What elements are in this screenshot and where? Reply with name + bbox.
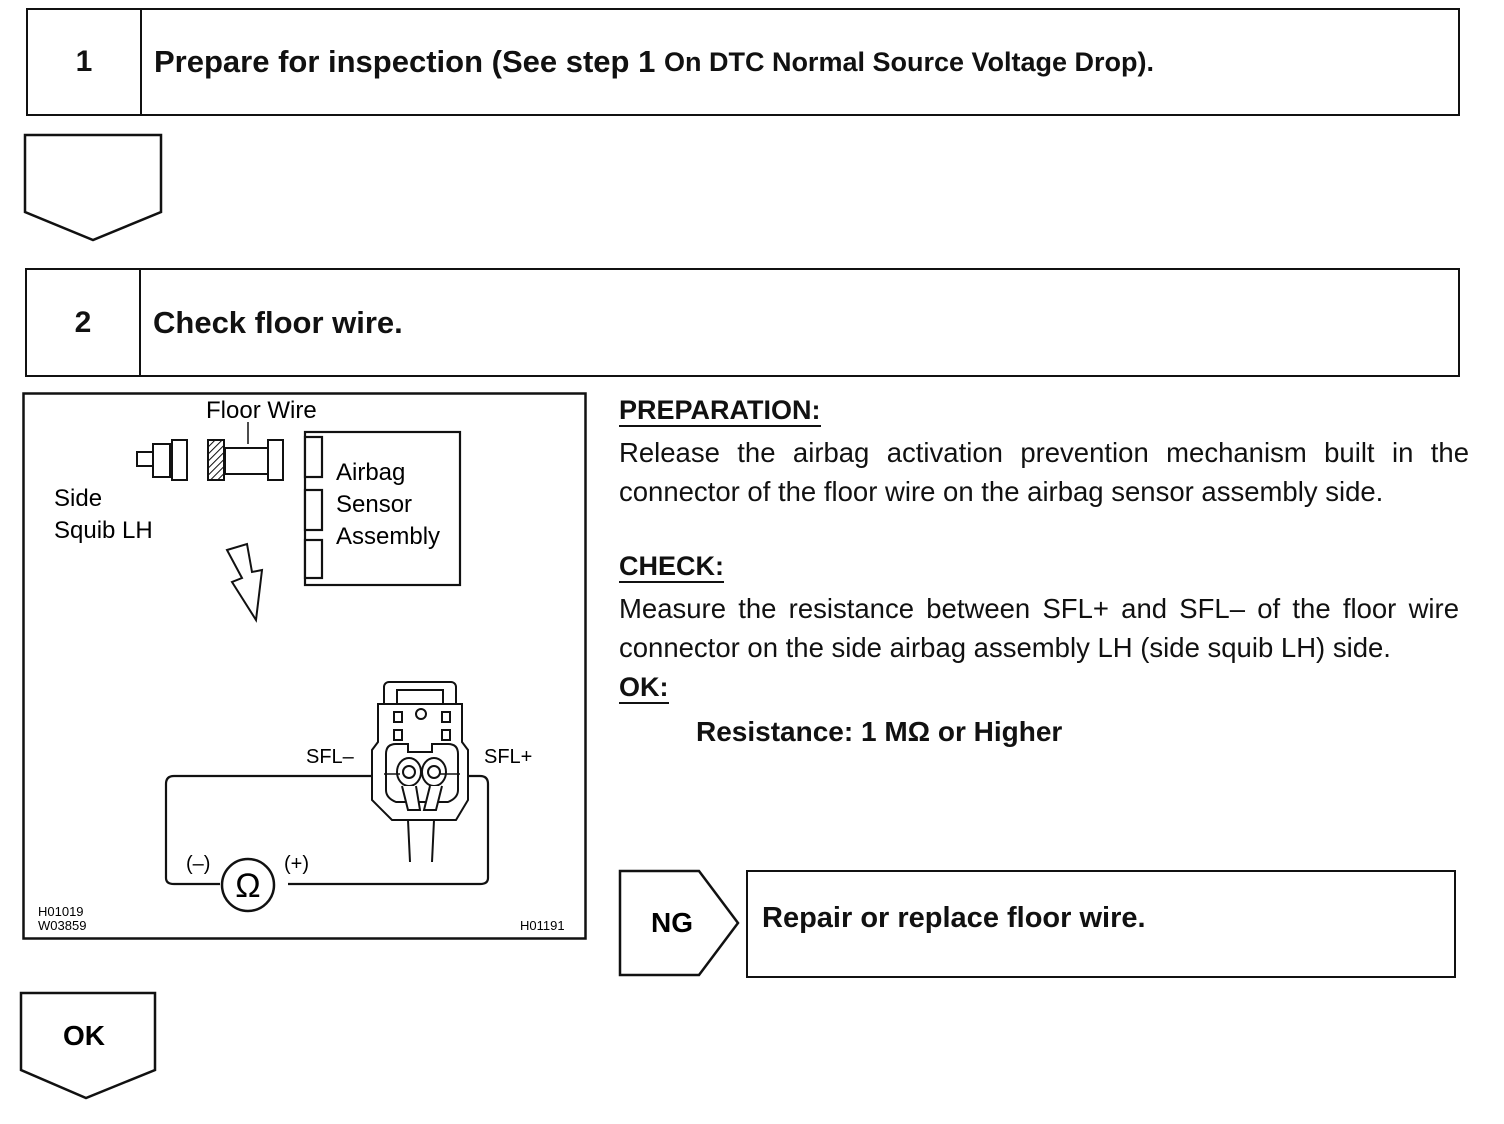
ok-resistance-value: Resistance: 1 MΩ or Higher bbox=[696, 716, 1063, 747]
ng-action-text: Repair or replace floor wire. bbox=[762, 902, 1146, 934]
figure-code-3: H01191 bbox=[520, 918, 565, 933]
flow-arrow-down-icon bbox=[23, 133, 163, 242]
figure-code-2: W03859 bbox=[38, 918, 86, 933]
ok-heading: OK: bbox=[619, 672, 669, 704]
check-text: Measure the resistance between SFL+ and … bbox=[619, 593, 1459, 663]
floor-wire-label: Floor Wire bbox=[206, 397, 317, 424]
preparation-text: Release the airbag activation prevention… bbox=[619, 437, 1469, 507]
side-squib-harness-connector bbox=[371, 681, 469, 863]
negative-terminal-label: (–) bbox=[186, 853, 210, 875]
ng-flow-marker: NG bbox=[618, 869, 740, 977]
connector-diagram: Floor Wire Side Squib LH Airbag Sensor A… bbox=[22, 392, 587, 940]
airbag-sensor-assembly bbox=[303, 430, 462, 587]
step-1-box: 1 Prepare for inspection (See step 1 On … bbox=[26, 8, 1460, 116]
sfl-plus-label: SFL+ bbox=[484, 746, 532, 768]
step-1-number: 1 bbox=[28, 10, 142, 114]
check-heading: CHECK: bbox=[619, 551, 724, 583]
step-2-number: 2 bbox=[27, 270, 141, 375]
ng-action-box bbox=[746, 870, 1456, 978]
ok-flow-label: OK bbox=[63, 1020, 105, 1051]
side-squib-connector bbox=[136, 439, 188, 481]
meter-lead-wire bbox=[164, 774, 490, 886]
preparation-heading: PREPARATION: bbox=[619, 395, 821, 427]
side-squib-label-1: Side bbox=[54, 485, 102, 512]
ok-flow-arrow-icon: OK bbox=[19, 991, 157, 1100]
sensor-label-3: Assembly bbox=[336, 523, 440, 550]
figure-code-1: H01019 bbox=[38, 904, 84, 919]
positive-terminal-label: (+) bbox=[284, 853, 309, 875]
ng-label: NG bbox=[651, 907, 693, 938]
step-2-title: Check floor wire. bbox=[153, 304, 403, 340]
ohm-symbol: Ω bbox=[235, 867, 260, 905]
step-1-title: Prepare for inspection (See step 1 On DT… bbox=[154, 10, 1154, 114]
step-1-title-small: On DTC Normal Source Voltage Drop). bbox=[663, 46, 1155, 77]
sfl-minus-label: SFL– bbox=[306, 746, 355, 768]
view-direction-arrow-icon bbox=[225, 542, 264, 623]
side-squib-label-2: Squib LH bbox=[54, 517, 153, 544]
step-2-box: 2 Check floor wire. bbox=[25, 268, 1460, 377]
floor-wire-connector bbox=[207, 439, 284, 481]
ohmmeter-icon bbox=[220, 857, 276, 913]
instructions: PREPARATION: Release the airbag activati… bbox=[619, 390, 1469, 511]
check-section: CHECK: Measure the resistance between SF… bbox=[619, 546, 1469, 751]
step-1-title-main: Prepare for inspection (See step 1 bbox=[154, 44, 656, 79]
sensor-label-1: Airbag bbox=[336, 459, 405, 486]
sensor-label-2: Sensor bbox=[336, 491, 412, 518]
